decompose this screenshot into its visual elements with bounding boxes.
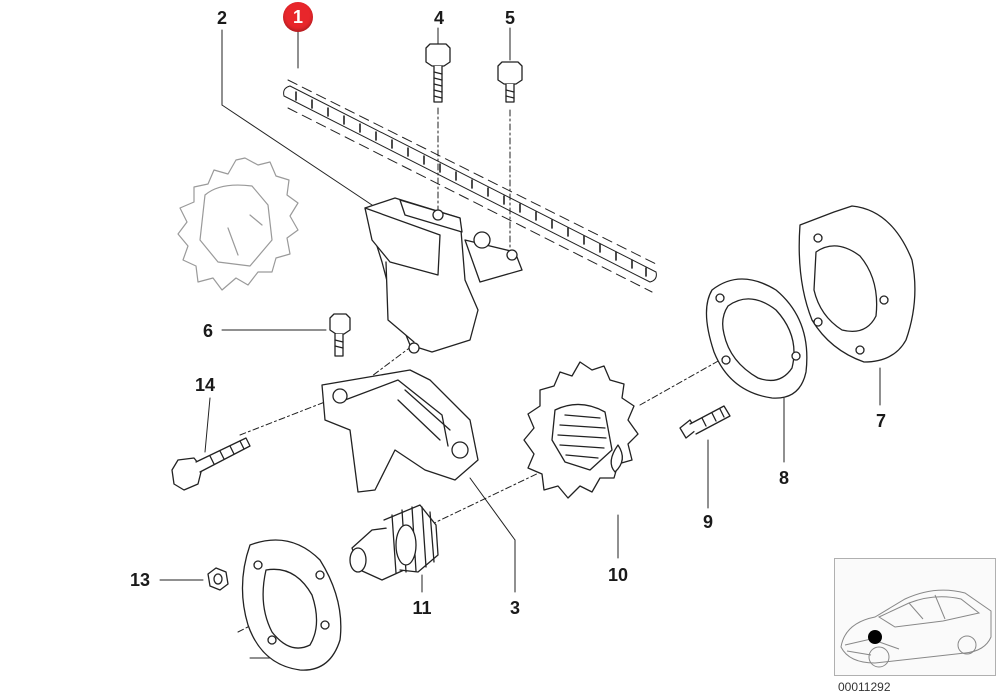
- bolt-4: [425, 43, 451, 103]
- car-outline-icon: [840, 589, 992, 668]
- callout-9[interactable]: 9: [702, 512, 714, 532]
- nut-13: [207, 567, 229, 591]
- bolt-6: [329, 313, 351, 357]
- callout-11[interactable]: 11: [412, 598, 432, 618]
- callout-13[interactable]: 13: [129, 570, 151, 590]
- callout-7[interactable]: 7: [875, 411, 887, 431]
- gasket-8: [705, 278, 808, 399]
- vehicle-location-thumbnail[interactable]: [834, 558, 996, 676]
- crankshaft-sprocket: [523, 361, 639, 499]
- callout-3[interactable]: 3: [509, 598, 521, 618]
- callout-5[interactable]: 5: [504, 8, 516, 28]
- callout-2[interactable]: 2: [216, 8, 228, 28]
- guide-rail: [321, 369, 479, 493]
- tensioner-rail: [364, 197, 523, 354]
- diagram-code: 00011292: [838, 680, 891, 694]
- bolt-5: [497, 61, 523, 103]
- callout-4[interactable]: 4: [433, 8, 445, 28]
- bolt-14: [171, 437, 251, 491]
- stud-9: [679, 405, 731, 439]
- callout-10[interactable]: 10: [607, 565, 629, 585]
- callout-14[interactable]: 14: [194, 375, 216, 395]
- front-cover-plate: [798, 205, 916, 363]
- oil-pump-drive-gear: [349, 504, 439, 581]
- callout-1-highlighted[interactable]: 1: [283, 2, 313, 32]
- gasket-12: [241, 539, 342, 671]
- timing-chain: [283, 79, 657, 293]
- camshaft-sprocket-outline: [177, 157, 299, 291]
- callout-8[interactable]: 8: [778, 468, 790, 488]
- callout-6[interactable]: 6: [202, 321, 214, 341]
